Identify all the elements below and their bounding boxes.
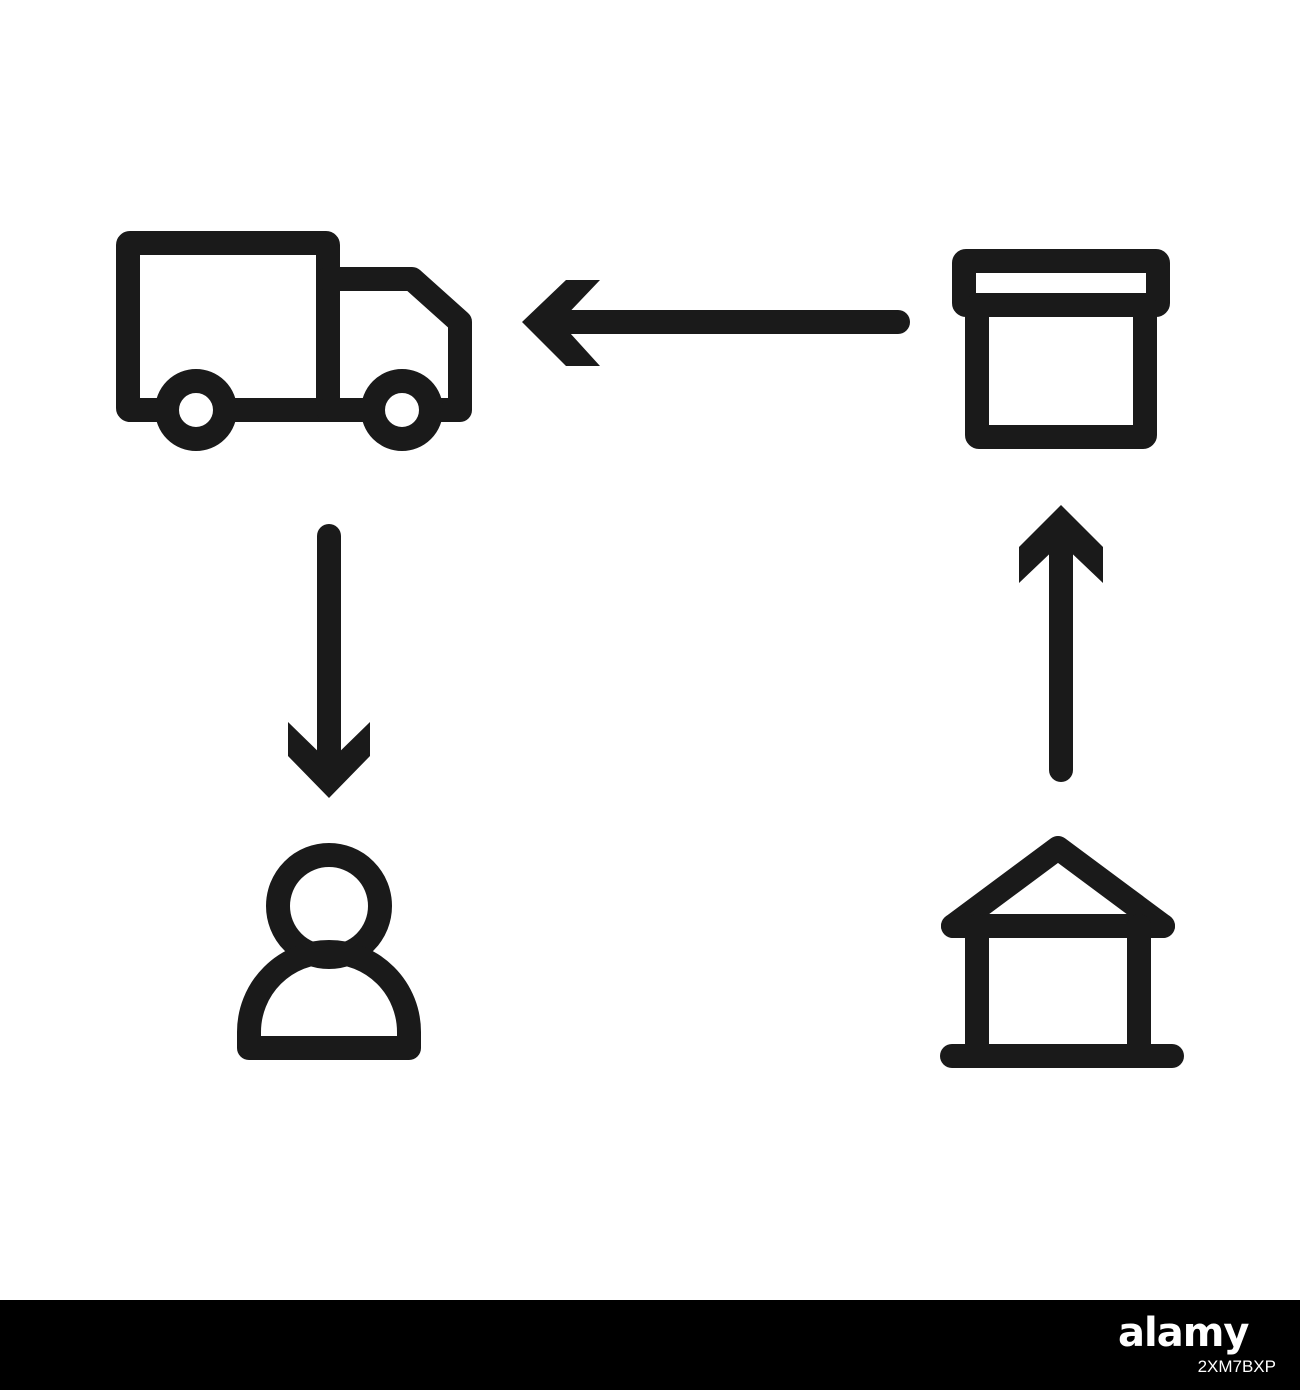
warehouse-roof — [941, 836, 1175, 938]
delivery-truck-icon — [116, 231, 472, 451]
person-icon — [237, 843, 421, 1060]
arrow-up-house-to-box — [1019, 505, 1103, 782]
arrow-down-truck-to-user — [288, 524, 370, 798]
diagram-canvas — [116, 231, 1184, 1068]
box-body — [965, 293, 1157, 449]
person-body — [237, 940, 421, 1060]
warehouse-icon — [940, 836, 1184, 1068]
arrow-left-box-to-truck — [522, 280, 910, 366]
brand-logo: alamy — [1118, 1310, 1249, 1356]
delivery-flow-diagram — [116, 231, 1184, 1068]
package-box-icon — [952, 249, 1170, 449]
image-id-label: 2XM7BXP — [1197, 1357, 1276, 1376]
watermark-footer — [0, 1300, 1300, 1390]
truck-rear-wheel — [155, 369, 237, 451]
truck-front-wheel — [361, 369, 443, 451]
